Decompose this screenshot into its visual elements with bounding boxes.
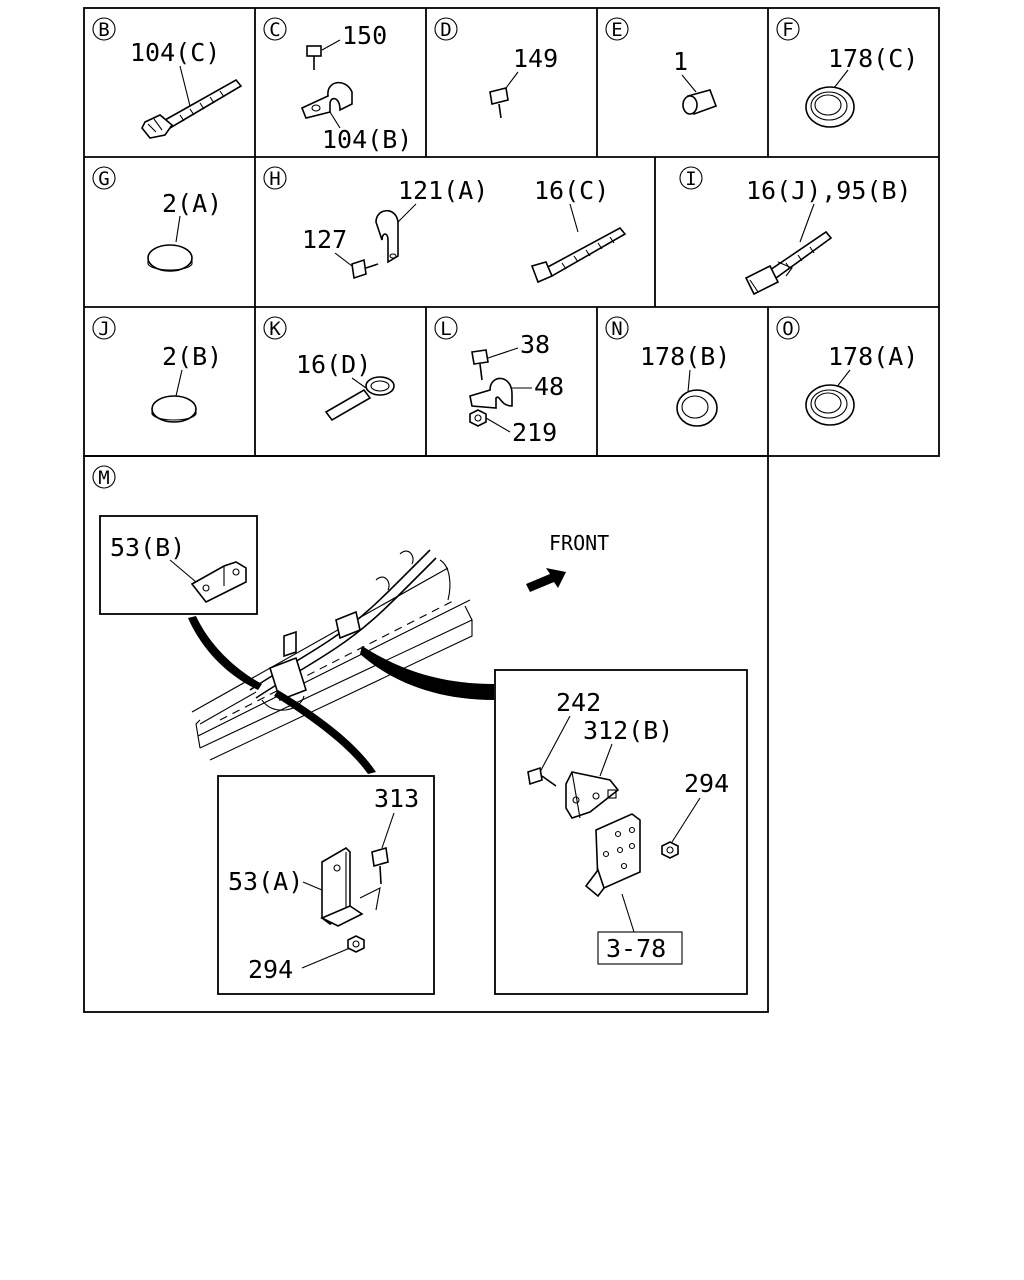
- svg-text:H: H: [269, 168, 280, 190]
- leader-53b: [188, 616, 262, 690]
- label-121a: 121(A): [398, 176, 488, 205]
- svg-text:K: K: [269, 318, 281, 340]
- tag-j: J: [92, 316, 116, 340]
- frame-rail: [191, 549, 473, 761]
- label-53a: 53(A): [228, 867, 303, 896]
- front-arrow-icon: [526, 568, 566, 592]
- label-1: 1: [673, 47, 688, 76]
- label-104c: 104(C): [130, 38, 220, 67]
- tag-e: E: [605, 17, 629, 41]
- tag-k: K: [263, 316, 287, 340]
- svg-text:E: E: [611, 19, 622, 41]
- svg-text:B: B: [98, 19, 109, 41]
- label-127: 127: [302, 225, 347, 254]
- svg-text:C: C: [269, 19, 280, 41]
- cell-i-part: 16(J),95(B): [744, 176, 912, 296]
- svg-text:M: M: [98, 467, 109, 489]
- cell-b-part: 104(C): [130, 38, 243, 139]
- label-104b: 104(B): [322, 125, 412, 154]
- label-219: 219: [512, 418, 557, 447]
- label-178c: 178(C): [828, 44, 918, 73]
- label-313: 313: [374, 784, 419, 813]
- inset-53b: 53(B): [99, 515, 258, 615]
- cell-g-part: 2(A): [147, 189, 222, 272]
- front-label: FRONT: [549, 531, 609, 555]
- grid-frame: [83, 7, 940, 1013]
- tag-d: D: [434, 17, 458, 41]
- label-178a: 178(A): [828, 342, 918, 371]
- cell-o-part: 178(A): [805, 342, 918, 426]
- label-53b: 53(B): [110, 533, 185, 562]
- cell-f-part: 178(C): [805, 44, 918, 128]
- cell-e-part: 1: [673, 47, 718, 116]
- cell-c-part: 150 104(B): [300, 21, 412, 154]
- svg-text:F: F: [782, 19, 793, 41]
- leader-53a: [274, 690, 376, 774]
- svg-text:N: N: [611, 318, 622, 340]
- cell-k-part: 16(D): [296, 350, 395, 422]
- svg-text:I: I: [685, 168, 696, 190]
- label-16d: 16(D): [296, 350, 371, 379]
- label-294-b: 294: [684, 769, 729, 798]
- tag-l: L: [434, 316, 458, 340]
- label-149: 149: [513, 44, 558, 73]
- svg-text:L: L: [440, 318, 451, 340]
- tag-g: G: [92, 166, 116, 190]
- ref-box-3-78: [597, 931, 683, 965]
- svg-text:G: G: [98, 168, 109, 190]
- tag-f: F: [776, 17, 800, 41]
- cell-h-part: 121(A) 127 16(C): [302, 176, 627, 284]
- leader-312b: [360, 646, 494, 700]
- tag-b: B: [92, 17, 116, 41]
- label-16j-95b: 16(J),95(B): [746, 176, 912, 205]
- svg-text:O: O: [782, 318, 793, 340]
- label-312b: 312(B): [583, 716, 673, 745]
- svg-text:J: J: [98, 318, 109, 340]
- label-294-a: 294: [248, 955, 293, 984]
- label-2a: 2(A): [162, 189, 222, 218]
- cell-l-part: 38 48 219: [469, 330, 564, 447]
- cell-tags: B C D E F G H I J K L N O M: [92, 17, 800, 489]
- label-38: 38: [520, 330, 550, 359]
- label-2b: 2(B): [162, 342, 222, 371]
- tag-m: M: [92, 465, 116, 489]
- tag-c: C: [263, 17, 287, 41]
- label-150: 150: [342, 21, 387, 50]
- label-178b: 178(B): [640, 342, 730, 371]
- tag-i: I: [679, 166, 703, 190]
- label-3-78: 3-78: [606, 934, 666, 963]
- panel-m: FRONT 53(B) 313 53(A) 294: [99, 515, 748, 995]
- svg-text:D: D: [440, 19, 451, 41]
- tag-h: H: [263, 166, 287, 190]
- inset-53a: 313 53(A) 294: [217, 775, 435, 995]
- tag-n: N: [605, 316, 629, 340]
- cell-j-part: 2(B): [151, 342, 222, 423]
- tag-o: O: [776, 316, 800, 340]
- inset-312b: 242 312(B) 294 3-78: [494, 669, 748, 995]
- cell-d-part: 149: [489, 44, 558, 119]
- label-48: 48: [534, 372, 564, 401]
- label-16c: 16(C): [534, 176, 609, 205]
- label-242: 242: [556, 688, 601, 717]
- cell-n-part: 178(B): [640, 342, 730, 427]
